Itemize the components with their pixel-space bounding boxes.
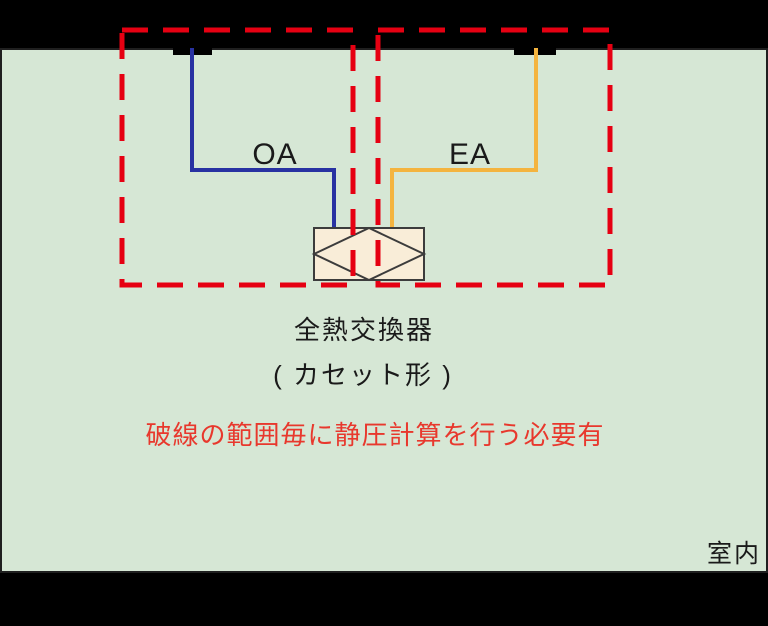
heat-exchanger-unit xyxy=(313,227,425,281)
ea-duct-line xyxy=(390,48,538,232)
oa-label: OA xyxy=(252,138,298,171)
unit-name-label: 全熱交換器 xyxy=(293,315,435,345)
room-label: 室内 xyxy=(706,540,761,568)
oa-duct-line xyxy=(190,48,336,232)
ceiling-slab xyxy=(0,0,768,48)
floor-slab xyxy=(0,573,768,626)
indoor-room-area xyxy=(0,48,768,573)
pressure-calc-note: 破線の範囲毎に静圧計算を行う必要有 xyxy=(145,420,605,450)
unit-type-label: ( カセット形 ) xyxy=(273,360,453,390)
pressure-zone-oa-dashed-rect xyxy=(119,27,356,288)
ea-label: EA xyxy=(448,138,492,171)
